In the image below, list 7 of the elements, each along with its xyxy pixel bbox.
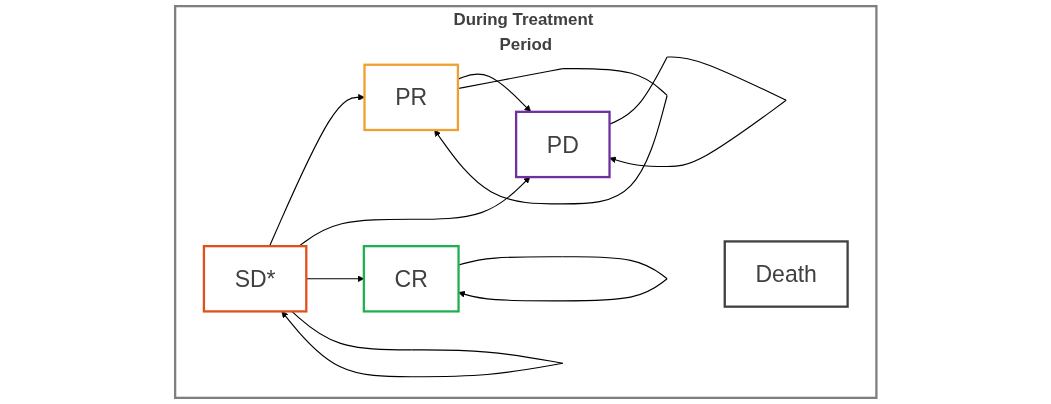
node-box: Death: [723, 240, 849, 308]
node-box: PR: [363, 63, 459, 132]
node-box: SD*: [202, 245, 308, 313]
node-box: PD: [514, 110, 611, 179]
arrow: [433, 68, 668, 205]
node-box: CR: [362, 245, 460, 313]
arrow: [268, 94, 365, 247]
